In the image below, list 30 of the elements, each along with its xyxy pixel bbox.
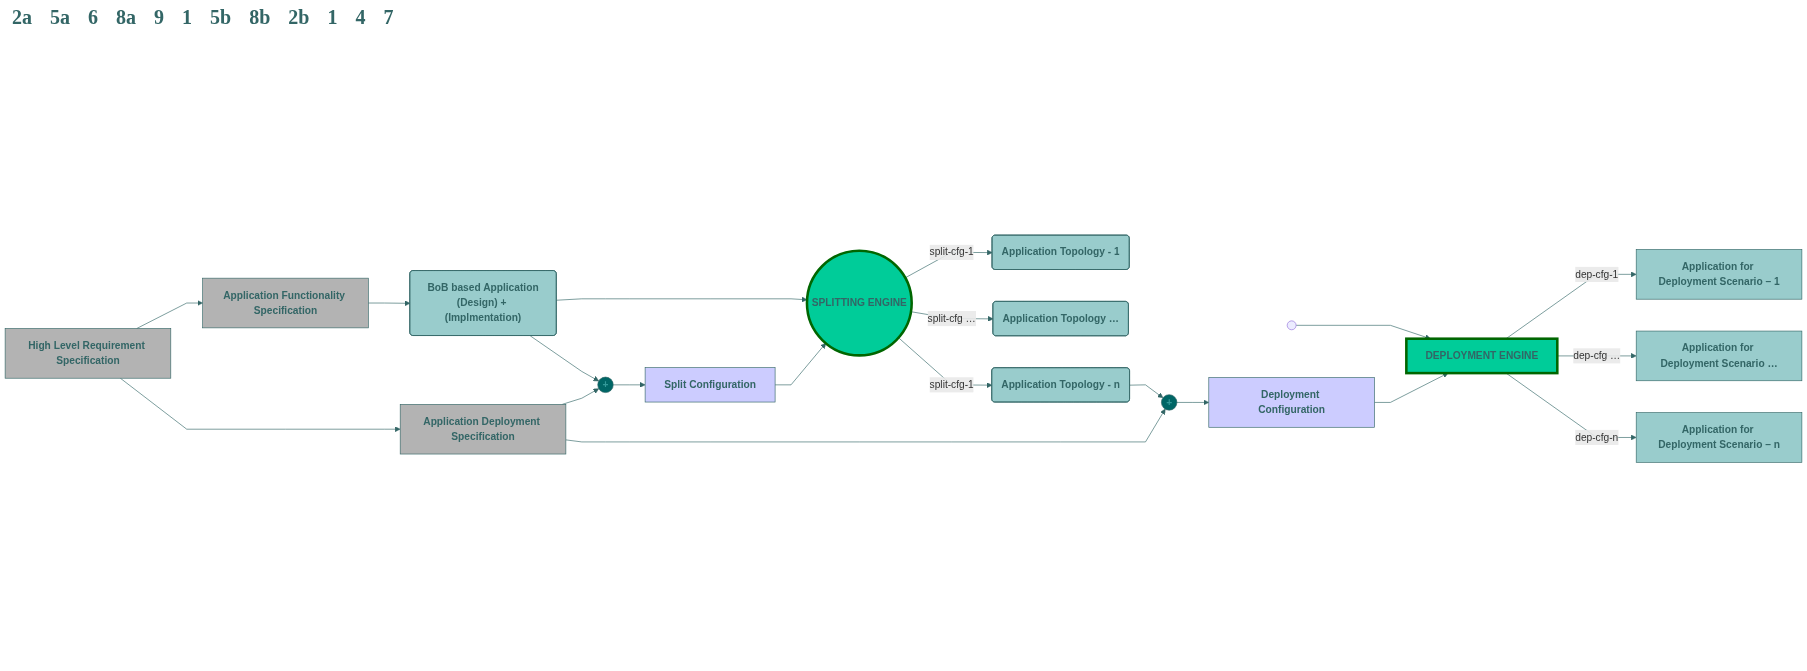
- edge-label: split-cfg-1: [929, 246, 974, 258]
- step-number: 1: [327, 5, 338, 29]
- node-box: Application for Deployment Scenario …: [1635, 331, 1803, 382]
- step-number: 2a: [12, 5, 32, 29]
- node-box: DEPLOYMENT ENGINE: [1405, 337, 1559, 375]
- step-number: 1: [182, 5, 192, 29]
- edge-label: split-cfg …: [927, 313, 976, 324]
- node-box: Deployment Configuration: [1208, 377, 1375, 428]
- node-box: Application for Deployment Scenario – 1: [1635, 249, 1803, 300]
- step-number: 7: [383, 5, 394, 29]
- node-box: Application Functionality Specification: [202, 278, 369, 329]
- node-circle: SPLITTING ENGINE: [805, 249, 913, 357]
- node-box: Application Deployment Specification: [399, 404, 567, 455]
- step-number: 4: [355, 5, 366, 29]
- step-number: 8b: [249, 5, 271, 29]
- step-number: 2b: [288, 5, 310, 29]
- step-number: 5b: [210, 5, 232, 29]
- step-number: 6: [88, 5, 98, 29]
- step-number: 8a: [116, 5, 136, 29]
- node-box: Split Configuration: [644, 367, 776, 403]
- node-circle: +: [1161, 394, 1178, 411]
- node-circle: +: [597, 377, 614, 394]
- step-number: 9: [154, 5, 164, 29]
- edge-label: split-cfg-1: [929, 379, 974, 391]
- edge-label: dep-cfg-1: [1575, 268, 1619, 280]
- edge-label: dep-cfg-n: [1575, 432, 1619, 443]
- step-number: 5a: [50, 5, 70, 29]
- node-box: High Level Requirement Specification: [4, 328, 172, 379]
- node-box: Application for Deployment Scenario – n: [1635, 412, 1803, 463]
- edge-label: dep-cfg …: [1573, 350, 1621, 362]
